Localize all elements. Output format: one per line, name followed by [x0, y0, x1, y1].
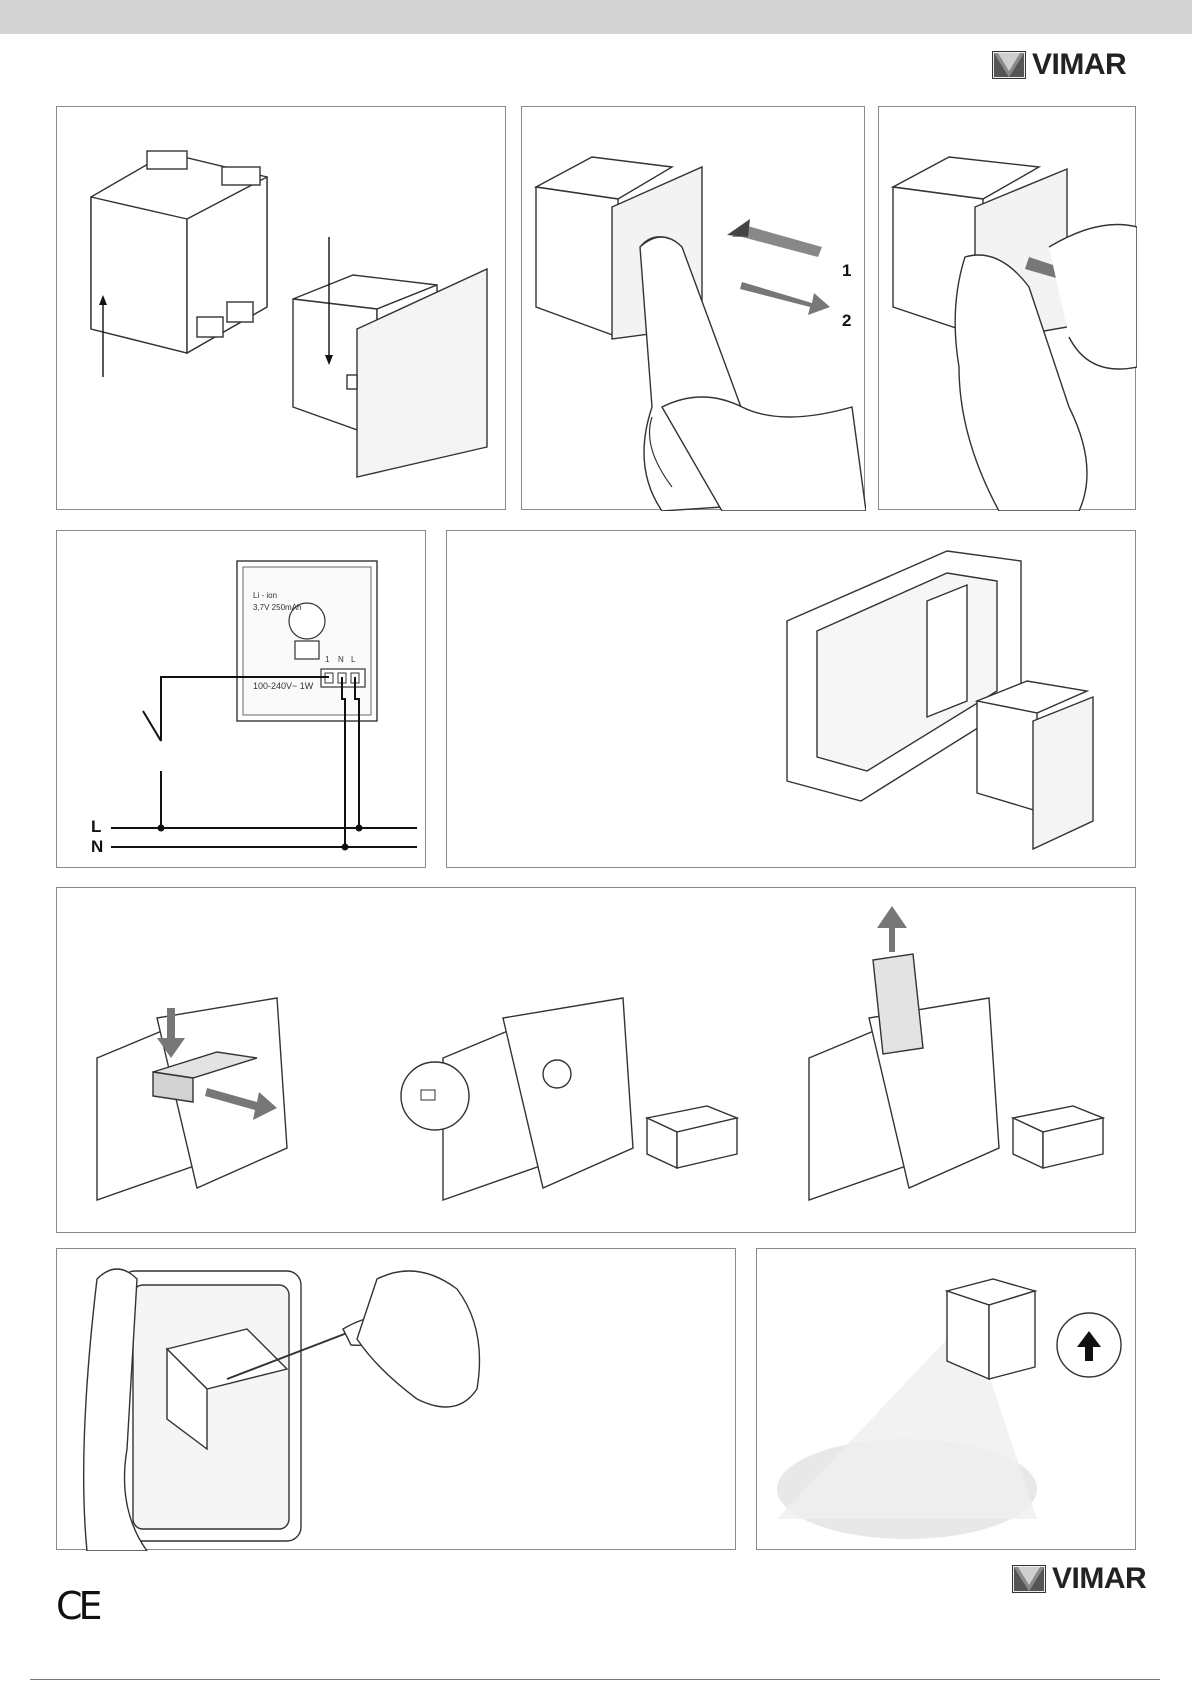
brand-logo: VIMAR: [992, 48, 1126, 82]
neutral-label: N: [91, 837, 103, 857]
press-illustration: [522, 107, 866, 511]
panel-press-cover: 1 2: [521, 106, 865, 510]
battery-type: Li - ion: [253, 591, 277, 600]
ce-mark-icon: CE: [56, 1584, 99, 1628]
detection-illustration: [757, 1249, 1137, 1551]
arrow-label-2: 2: [842, 311, 851, 331]
brand-name: VIMAR: [1032, 48, 1126, 82]
vimar-logo-icon: [1012, 1565, 1046, 1593]
panel-detection-area: [756, 1248, 1136, 1550]
brand-name-footer: VIMAR: [1052, 1562, 1146, 1596]
arrow-label-1: 1: [842, 261, 851, 281]
terminal-1: 1: [325, 655, 329, 664]
terminal-l: L: [351, 655, 355, 664]
wiring-diagram: [57, 531, 427, 869]
footer-rule: [30, 1679, 1160, 1680]
line-label: L: [91, 817, 101, 837]
remove-cover-illustration: [879, 107, 1137, 511]
panel-wiring-diagram: Li - ion 3,7V 250mAh 1 N L 100-240V~ 1W …: [56, 530, 426, 868]
panel-remove-cover: [878, 106, 1136, 510]
power-rating: 100-240V~ 1W: [253, 681, 313, 691]
panel-battery-sequence: [56, 887, 1136, 1233]
screwdriver-illustration: [57, 1249, 737, 1551]
panel-assembly-parts: [56, 106, 506, 510]
plate-illustration: [447, 531, 1137, 869]
terminal-n: N: [338, 655, 344, 664]
header-bar: [0, 0, 1192, 34]
brand-logo-footer: VIMAR: [1012, 1562, 1146, 1596]
battery-spec: 3,7V 250mAh: [253, 603, 301, 612]
panel-install-in-plate: [446, 530, 1136, 868]
assembly-illustration: [57, 107, 507, 511]
vimar-logo-icon: [992, 51, 1026, 79]
panel-screwdriver: [56, 1248, 736, 1550]
battery-sequence-illustration: [57, 888, 1137, 1234]
